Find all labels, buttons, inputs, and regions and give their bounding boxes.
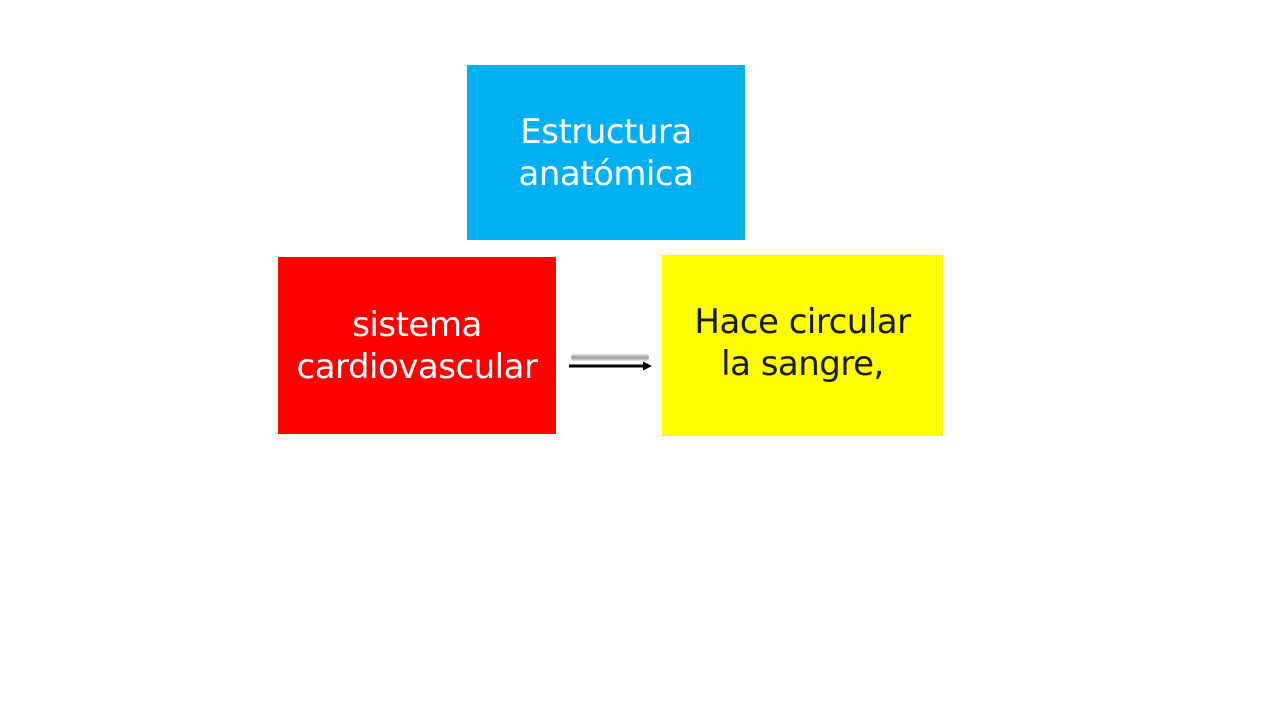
node-label: Estructura anatómica [518, 111, 694, 194]
arrow-head [643, 361, 652, 371]
node-estructura-anatomica: Estructura anatómica [467, 65, 745, 240]
arrow-shadow [571, 354, 649, 361]
connector-arrow [569, 354, 652, 371]
node-hace-circular: Hace circular la sangre, [662, 255, 943, 436]
node-sistema-cardiovascular: sistema cardiovascular [278, 257, 556, 434]
node-label: Hace circular la sangre, [694, 301, 911, 384]
node-label: sistema cardiovascular [296, 304, 538, 387]
